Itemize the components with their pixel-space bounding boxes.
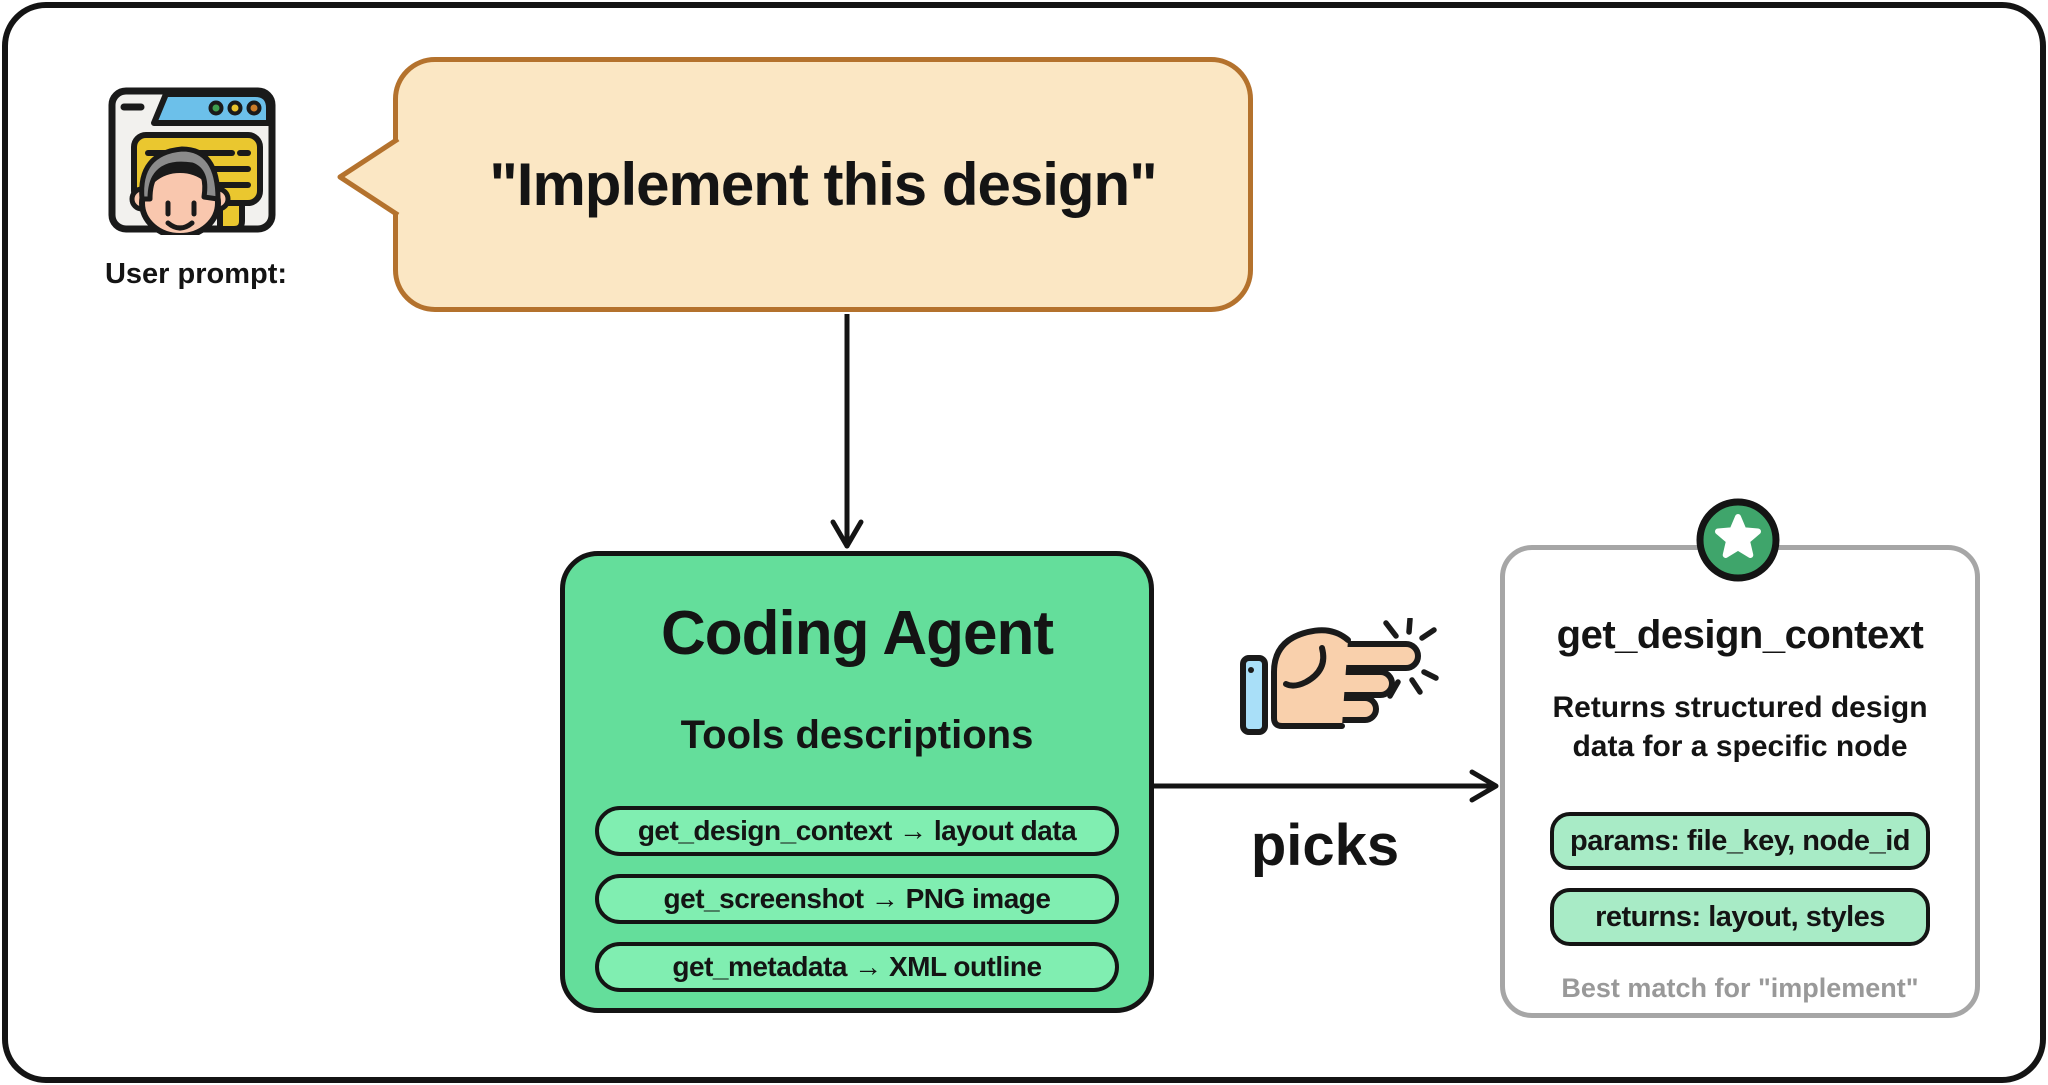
star-icon xyxy=(1696,498,1780,582)
coding-agent-title: Coding Agent xyxy=(660,599,1054,668)
pointing-hand-icon xyxy=(1240,618,1439,735)
tool-pill-get-design-context: get_design_context → layout data xyxy=(595,806,1119,857)
returns-pill: returns: layout, styles xyxy=(1550,888,1930,946)
arrow-right xyxy=(1154,769,1499,803)
picks-label: picks xyxy=(1250,813,1400,878)
tool-card-description: Returns structured design data for a spe… xyxy=(1505,688,1975,766)
speech-bubble-text: "Implement this design" xyxy=(489,151,1157,218)
user-prompt-label: User prompt: xyxy=(104,258,288,290)
description-line-2: data for a specific node xyxy=(1572,730,1908,763)
params-pill: params: file_key, node_id xyxy=(1550,812,1930,870)
best-match-note: Best match for "implement" xyxy=(1561,973,1919,1003)
tool-pill-get-metadata: get_metadata → XML outline xyxy=(595,942,1119,993)
coding-agent-box: Coding Agent Tools descriptions get_desi… xyxy=(560,551,1154,1013)
coding-agent-subtitle: Tools descriptions xyxy=(680,713,1034,758)
tool-pill-get-screenshot: get_screenshot → PNG image xyxy=(595,874,1119,925)
description-line-1: Returns structured design xyxy=(1552,691,1928,724)
arrow-down xyxy=(830,314,864,549)
speech-bubble: "Implement this design" xyxy=(393,57,1253,312)
speech-bubble-tail xyxy=(337,136,400,218)
user-browser-icon xyxy=(108,87,276,235)
tool-card-title: get_design_context xyxy=(1556,613,1924,657)
selected-tool-card: get_design_context Returns structured de… xyxy=(1500,545,1980,1018)
